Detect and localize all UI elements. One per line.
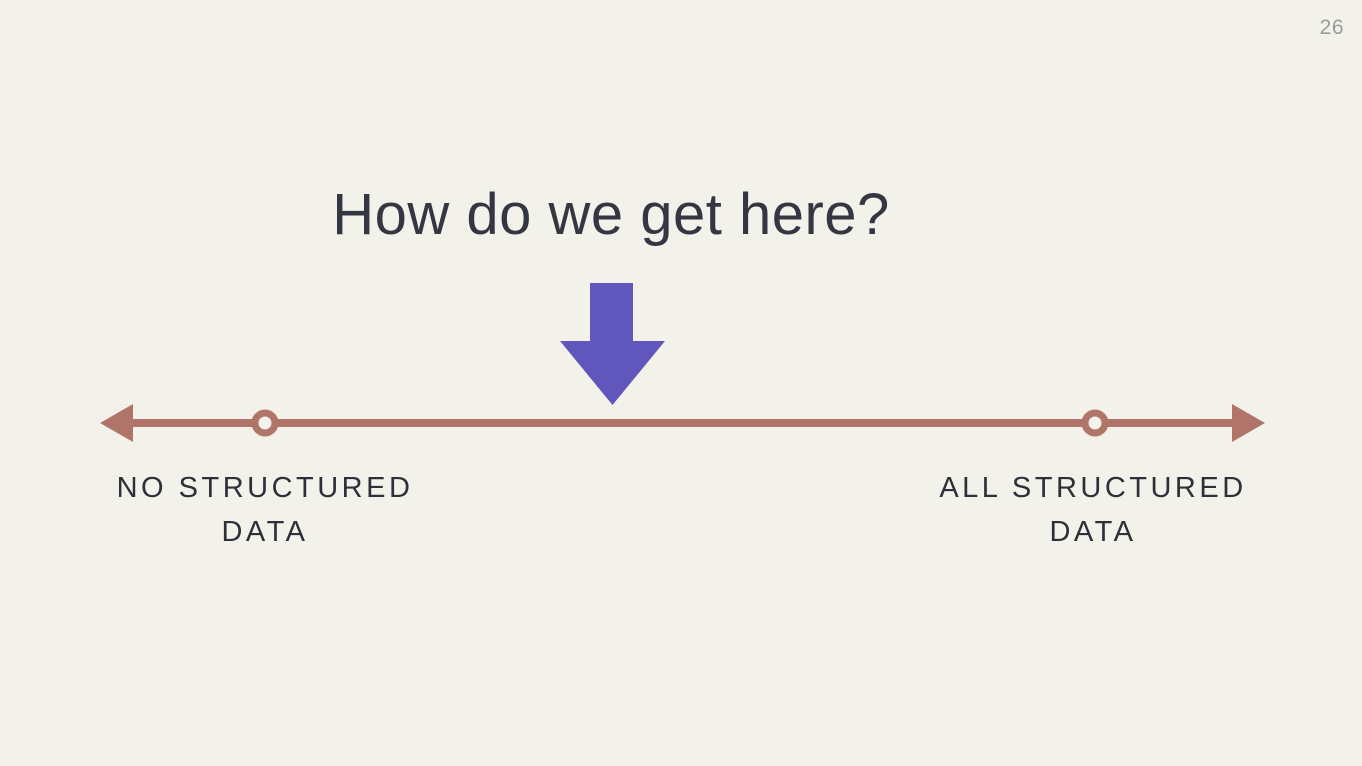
slide-title: How do we get here? <box>332 182 890 247</box>
spectrum-label-right: ALL STRUCTURED DATA <box>873 466 1313 554</box>
right-arrowhead-icon <box>1232 404 1265 442</box>
down-arrow-shape <box>560 283 665 405</box>
page-number: 26 <box>1319 16 1344 39</box>
spectrum-axis <box>100 404 1265 442</box>
spectrum-label-left: NO STRUCTURED DATA <box>45 466 485 554</box>
spectrum-label-right-line1: ALL STRUCTURED <box>939 472 1247 504</box>
right-ring-marker <box>1081 409 1109 437</box>
left-ring-marker <box>251 409 279 437</box>
left-arrowhead-icon <box>100 404 133 442</box>
spectrum-label-left-line2: DATA <box>221 516 309 548</box>
down-arrow-icon <box>560 283 665 405</box>
spectrum-label-right-line2: DATA <box>1049 516 1137 548</box>
spectrum-label-left-line1: NO STRUCTURED <box>116 472 414 504</box>
